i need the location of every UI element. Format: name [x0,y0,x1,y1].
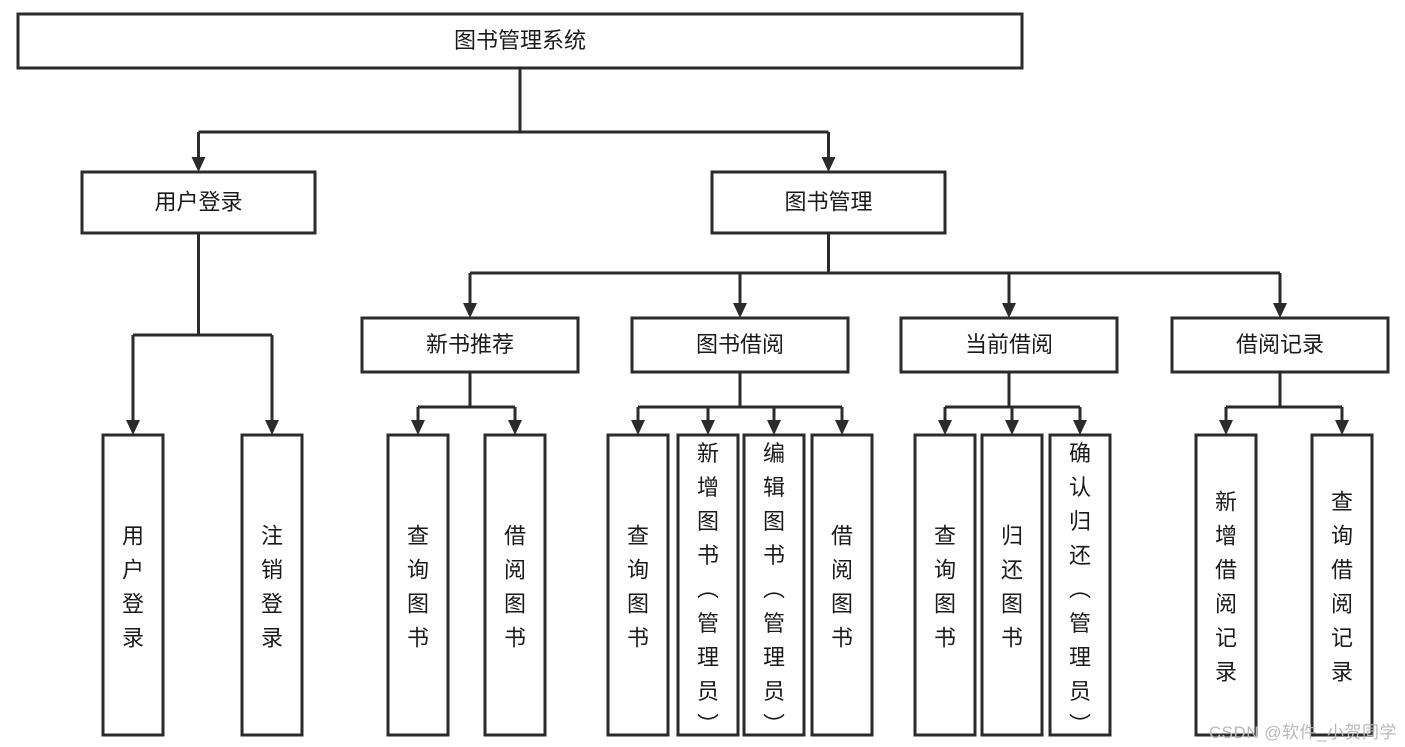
node-box [899,316,1119,374]
arrow-head-icon [1002,303,1016,318]
edge-group-current [938,372,1087,435]
arrow-head-icon [938,420,952,435]
node-box [1310,433,1374,737]
node-box [980,433,1044,737]
node-box [101,433,165,737]
node-box [386,433,450,737]
node-label: 借阅图书 [831,524,853,651]
arrow-head-icon [191,157,206,172]
arrow-head-icon [265,420,279,435]
arrow-head-icon [733,303,747,318]
node-leaf-newbook-query[interactable]: 查询图书 [386,433,450,737]
arrow-head-icon [411,420,425,435]
node-root[interactable]: 图书管理系统 [16,12,1024,70]
node-leaf-current-confirm[interactable]: 确认归还（管理员） [1048,433,1112,738]
node-label: 查询图书 [934,524,956,651]
node-login[interactable]: 用户登录 [80,170,317,235]
node-label: 查询图书 [627,524,649,651]
node-leaf-records-query[interactable]: 查询借阅记录 [1310,433,1374,737]
node-leaf-records-add[interactable]: 新增借阅记录 [1194,433,1258,737]
node-box [676,433,740,737]
node-label: 图书管理系统 [454,28,586,53]
edge-group-borrow [631,372,849,435]
node-current[interactable]: 当前借阅 [899,316,1119,374]
node-box [1194,433,1258,737]
node-label: 编辑图书（管理员） [763,441,785,738]
node-label: 新书推荐 [426,332,514,357]
node-label: 确认归还（管理员） [1069,441,1091,738]
node-leaf-borrow-edit[interactable]: 编辑图书（管理员） [742,433,806,738]
arrow-head-icon [1335,420,1349,435]
node-leaf-borrow-add[interactable]: 新增图书（管理员） [676,433,740,738]
node-box [742,433,806,737]
node-box [240,433,304,737]
arrow-head-icon [631,420,645,435]
node-label: 新增借阅记录 [1215,490,1237,685]
node-leaf-user-login[interactable]: 用户登录 [101,433,165,737]
node-leaf-borrow-query[interactable]: 查询图书 [606,433,670,737]
edge-layer [126,68,1349,435]
arrow-head-icon [1005,420,1019,435]
node-box [80,170,317,235]
node-box [913,433,977,737]
node-label: 当前借阅 [965,332,1053,357]
edge-group-bookmgmt [463,233,1287,318]
edge-group-root [191,68,836,172]
node-label: 图书管理 [784,189,872,214]
edge-group-records [1219,372,1349,435]
node-label: 新增图书（管理员） [697,441,719,738]
node-label: 查询借阅记录 [1331,490,1353,685]
watermark-text: CSDN @软件_小贺同学 [1208,723,1397,742]
node-box [1170,316,1390,374]
node-leaf-borrow-lend[interactable]: 借阅图书 [810,433,874,737]
node-box [710,170,947,235]
node-label: 注销登录 [261,524,283,651]
node-label: 图书借阅 [696,332,784,357]
arrow-head-icon [767,420,781,435]
node-leaf-current-return[interactable]: 归还图书 [980,433,1044,737]
node-label: 借阅图书 [504,524,526,651]
node-label: 用户登录 [122,524,144,651]
node-leaf-current-query[interactable]: 查询图书 [913,433,977,737]
node-box [1048,433,1112,737]
arrow-head-icon [821,157,836,172]
arrow-head-icon [463,303,477,318]
node-box [360,316,580,374]
arrow-head-icon [1219,420,1233,435]
node-label: 查询图书 [407,524,429,651]
arrow-head-icon [126,420,140,435]
node-box [16,12,1024,70]
edge-group-login [126,233,279,435]
node-records[interactable]: 借阅记录 [1170,316,1390,374]
node-borrow[interactable]: 图书借阅 [630,316,850,374]
node-newbook[interactable]: 新书推荐 [360,316,580,374]
node-leaf-newbook-borrow[interactable]: 借阅图书 [483,433,547,737]
node-label: 用户登录 [154,189,242,214]
edge-group-newbook [411,372,522,435]
arrow-head-icon [1073,420,1087,435]
node-box [606,433,670,737]
arrow-head-icon [1273,303,1287,318]
node-label: 借阅记录 [1236,332,1324,357]
arrow-head-icon [835,420,849,435]
arrow-head-icon [508,420,522,435]
node-box [630,316,850,374]
node-label: 归还图书 [1001,524,1023,651]
arrow-head-icon [701,420,715,435]
node-bookmgmt[interactable]: 图书管理 [710,170,947,235]
node-leaf-user-logout[interactable]: 注销登录 [240,433,304,737]
node-box [483,433,547,737]
node-box [810,433,874,737]
node-layer: 图书管理系统用户登录图书管理新书推荐图书借阅当前借阅借阅记录用户登录注销登录查询… [16,12,1390,738]
